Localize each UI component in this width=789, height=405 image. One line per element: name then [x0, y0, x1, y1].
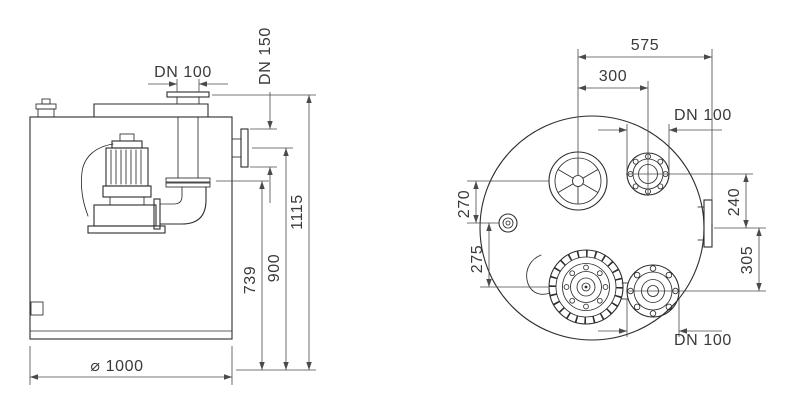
side-port	[498, 213, 518, 233]
dim-diameter-1000: ⌀ 1000	[29, 346, 233, 385]
dim-900: 900	[252, 147, 293, 370]
tank-outline	[29, 116, 233, 340]
dim-300: 300	[578, 68, 649, 196]
discharge-pipe	[153, 116, 211, 230]
dim-dn100-bottom-plan: DN 100	[598, 299, 732, 349]
dim-label-575: 575	[631, 37, 660, 54]
pump-adapter	[109, 196, 145, 206]
dim-739: 739	[216, 180, 269, 370]
dim-label-1115: 1115	[289, 194, 306, 230]
top-view: 575 300 DN 100 270 275	[456, 37, 766, 349]
motor-cap	[111, 140, 143, 149]
pump-assembly	[80, 133, 166, 234]
dim-label-dn100-top: DN 100	[154, 64, 212, 81]
dim-label-dn150: DN 150	[257, 27, 274, 85]
side-view: DN 100 DN 150 1115 900 739	[29, 27, 316, 385]
dim-label-300: 300	[599, 68, 628, 85]
dim-label-240: 240	[726, 188, 743, 217]
dim-label-dn100-bottom-plan: DN 100	[674, 332, 732, 349]
top-flange-dn100	[166, 91, 210, 105]
dim-label-dn100-top-plan: DN 100	[674, 107, 732, 124]
dim-dn100-top: DN 100	[148, 64, 228, 92]
vent-cap	[35, 98, 57, 118]
dim-1115: 1115	[212, 94, 316, 370]
pump-base	[87, 225, 166, 234]
elbow-outer	[159, 186, 207, 225]
dim-dn100-top-plan: DN 100	[598, 107, 732, 174]
power-cable	[80, 143, 114, 217]
dim-label-739: 739	[242, 266, 259, 295]
dim-label-305: 305	[739, 246, 756, 275]
dim-275: 275	[469, 223, 548, 288]
dim-305: 305	[629, 228, 766, 292]
motor-fins	[105, 147, 149, 187]
dim-label-diameter: ⌀ 1000	[90, 358, 143, 375]
cable-gland	[119, 133, 135, 142]
pump-cable-plan	[526, 254, 551, 295]
dim-label-270: 270	[456, 190, 473, 219]
drain-port	[30, 301, 44, 316]
dim-575: 575	[577, 37, 713, 224]
dim-270: 270	[456, 180, 549, 224]
motor-band	[102, 185, 152, 198]
pump-plan	[526, 249, 629, 325]
side-nozzle-dn150	[231, 128, 249, 168]
elbow-flange	[153, 198, 161, 230]
dim-dn150: DN 150	[250, 27, 277, 203]
dim-240: 240	[626, 173, 766, 229]
outlet-nozzle-plan	[697, 199, 713, 248]
top-platform	[93, 103, 209, 118]
dim-label-900: 900	[266, 254, 283, 283]
dim-label-275: 275	[469, 245, 486, 274]
pump-volute	[93, 204, 157, 227]
vessel-outline	[479, 115, 705, 341]
elbow-inner	[159, 186, 183, 205]
